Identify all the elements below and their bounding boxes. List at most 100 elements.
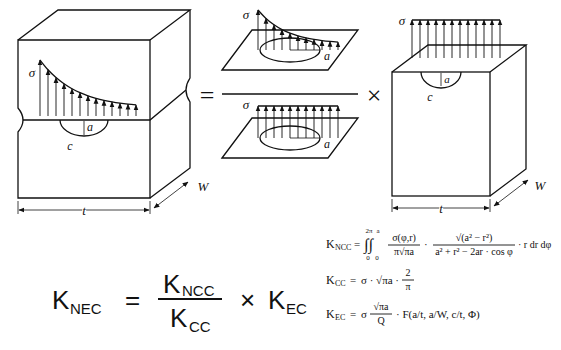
stress-arrow bbox=[436, 20, 437, 58]
formula-denominator: π√πa bbox=[394, 247, 414, 257]
fraction-bar bbox=[402, 280, 414, 281]
radius-line bbox=[290, 138, 320, 139]
stress-arrow bbox=[266, 106, 267, 138]
side-face bbox=[490, 45, 526, 196]
crack-plane bbox=[222, 30, 358, 70]
formula-subscript: EC bbox=[286, 301, 307, 316]
stress-arrow bbox=[56, 78, 57, 116]
dimension-line bbox=[494, 180, 528, 206]
times-sign: × bbox=[240, 287, 255, 313]
stress-curve bbox=[40, 60, 136, 105]
stress-arrow bbox=[452, 20, 453, 58]
integral-limit: 0 bbox=[375, 255, 379, 262]
stress-arrow bbox=[274, 106, 275, 138]
integral-limit: 0 bbox=[366, 255, 370, 262]
formula-term: σ bbox=[361, 309, 367, 320]
stress-curve bbox=[258, 105, 338, 106]
formula-numerator: √πa bbox=[374, 302, 389, 312]
fraction-bar bbox=[388, 245, 420, 246]
crack-depth-line bbox=[441, 73, 442, 86]
radius-line bbox=[290, 50, 320, 51]
stress-symbol: σ bbox=[29, 66, 35, 79]
notch-plane bbox=[23, 90, 186, 120]
formula-term: σ · √πa · bbox=[361, 275, 399, 286]
formula-symbol: K bbox=[268, 287, 285, 313]
formula-symbol: K bbox=[163, 271, 180, 297]
stress-arrow bbox=[258, 10, 259, 50]
right-specimen bbox=[392, 45, 528, 212]
stress-arrow bbox=[484, 20, 485, 58]
formula-fraction-bars bbox=[158, 298, 222, 300]
crack-outline bbox=[421, 72, 461, 88]
stress-symbol: σ bbox=[243, 98, 249, 111]
stress-arrow bbox=[96, 98, 97, 116]
equals-sign: = bbox=[350, 275, 356, 286]
stress-curve bbox=[412, 19, 500, 20]
times-sign: × bbox=[367, 83, 382, 109]
equals-sign: = bbox=[350, 309, 356, 320]
stress-arrow bbox=[314, 106, 315, 138]
stress-arrow bbox=[64, 84, 65, 116]
stress-arrow bbox=[128, 104, 129, 116]
front-face bbox=[18, 40, 150, 198]
fraction-bar bbox=[158, 298, 222, 300]
formula-subscript: NCC bbox=[182, 283, 215, 298]
formula-denominator: a² + r² − 2ar · cos φ bbox=[435, 247, 513, 257]
stress-arrow bbox=[338, 106, 339, 138]
formula-operator: · bbox=[424, 239, 428, 250]
stress-arrow bbox=[290, 106, 291, 138]
extension-line bbox=[490, 199, 491, 212]
stress-arrow bbox=[72, 89, 73, 116]
stress-arrow bbox=[420, 20, 421, 58]
stress-distributions bbox=[40, 10, 500, 138]
formula-term: · F(a/t, a/W, c/t, Φ) bbox=[396, 309, 480, 320]
formula-symbol: K bbox=[326, 308, 335, 320]
crack-depth-label: a bbox=[87, 121, 93, 133]
left-specimen bbox=[18, 10, 190, 214]
extension-line bbox=[18, 201, 19, 214]
formula-subscript: CC bbox=[335, 280, 346, 288]
stress-symbol: σ bbox=[399, 14, 405, 27]
stress-arrow bbox=[322, 41, 323, 50]
stress-arrow bbox=[298, 106, 299, 138]
embedded-crack-nonuniform bbox=[222, 30, 358, 70]
crack-depth-line bbox=[84, 121, 85, 135]
extension-line bbox=[392, 199, 393, 212]
formula-symbol: K bbox=[52, 287, 69, 313]
stress-arrow bbox=[500, 20, 501, 58]
equals-sign: = bbox=[125, 287, 140, 313]
crack-length-label: c bbox=[67, 140, 72, 152]
formula-subscript: NCC bbox=[335, 244, 351, 252]
width-label: W bbox=[198, 180, 209, 193]
formula-subscript: NEC bbox=[70, 301, 102, 316]
formula-numerator: 2 bbox=[406, 268, 411, 278]
stress-distribution bbox=[258, 10, 338, 50]
stress-arrow bbox=[274, 25, 275, 50]
formula-numerator: σ(φ,r) bbox=[392, 233, 416, 243]
fraction-bar bbox=[433, 245, 515, 246]
equals-sign: = bbox=[354, 239, 360, 250]
formula-subscript: EC bbox=[335, 314, 345, 322]
stress-arrow bbox=[492, 20, 493, 58]
formula-denominator: π bbox=[405, 282, 410, 292]
stress-arrow bbox=[40, 60, 41, 116]
stress-arrow bbox=[460, 20, 461, 58]
integral-limit: 2π bbox=[365, 228, 372, 235]
stress-arrow bbox=[330, 41, 331, 50]
stress-arrow bbox=[298, 36, 299, 50]
stress-arrow bbox=[258, 106, 259, 138]
formula-symbol: K bbox=[326, 238, 335, 250]
stress-arrow bbox=[136, 105, 137, 116]
stress-curve bbox=[258, 10, 338, 42]
stress-arrow bbox=[48, 70, 49, 116]
thickness-label: t bbox=[439, 202, 443, 215]
extension-line bbox=[150, 201, 151, 214]
stress-arrow bbox=[444, 20, 445, 58]
stress-arrow bbox=[314, 39, 315, 50]
width-label: W bbox=[535, 179, 546, 192]
top-face bbox=[18, 10, 190, 40]
stress-arrow bbox=[80, 93, 81, 116]
stress-arrow bbox=[412, 20, 413, 58]
stress-arrow bbox=[428, 20, 429, 58]
